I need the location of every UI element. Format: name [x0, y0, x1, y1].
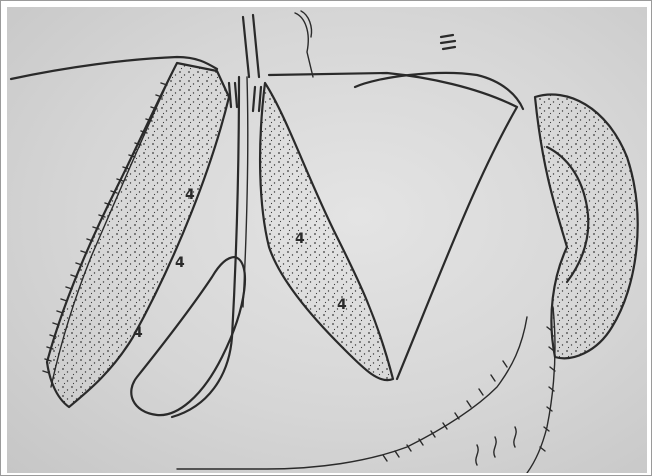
label-middle-lower: 4 [337, 297, 347, 313]
anatomical-sketch: 4 4 4 4 4 [7, 7, 647, 473]
label-left-upper: 4 [185, 187, 195, 203]
label-left-middle: 4 [175, 255, 185, 271]
sketch-photo: 4 4 4 4 4 [7, 7, 647, 473]
left-lobe [47, 63, 229, 407]
top-right-tick [441, 35, 455, 49]
top-hooks [295, 11, 313, 77]
central-stalk-top [243, 15, 259, 77]
middle-lobe [260, 83, 393, 380]
clasp-marks [229, 83, 261, 111]
right-oval [535, 95, 638, 359]
top-rounded-flap [355, 73, 523, 109]
label-left-lower: 4 [133, 325, 143, 341]
label-middle-upper: 4 [295, 231, 305, 247]
